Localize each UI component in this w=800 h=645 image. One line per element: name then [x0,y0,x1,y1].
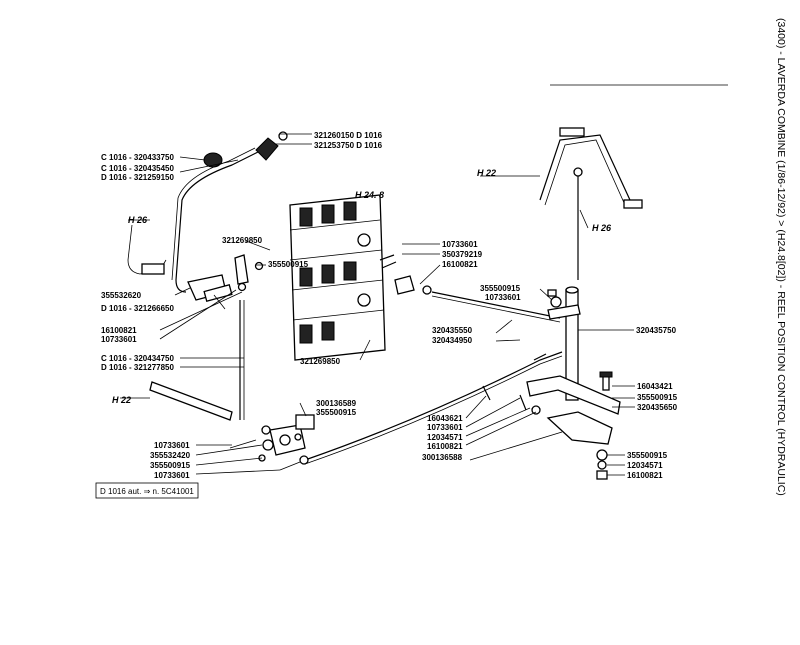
leader-lines [120,133,635,476]
right-support-assembly [526,127,643,480]
part-label: 16100821 [442,260,478,269]
part-label: 321269850 [300,357,341,366]
part-label: 355500915 [637,393,678,402]
part-label: 355532420 [150,451,191,460]
part-label: 320435550 [432,326,473,335]
part-label: 355532620 [101,291,142,300]
part-label: 355500915 [316,408,357,417]
control-lever [127,131,288,421]
diagram-title: (3400) - LAVERDA COMBINE (1/86-12/92) > … [775,18,787,496]
part-label: 355500915 [627,451,668,460]
part-label: 355500915 [480,284,521,293]
part-label: 300136588 [422,453,463,462]
ref-h248: H 24. 8 [355,190,384,200]
ref-h26-left: H 26 [128,215,148,225]
part-label: 321269850 [222,236,263,245]
part-label: 16100821 [627,471,663,480]
part-label: 320435650 [637,403,678,412]
footnote-text: D 1016 aut. ⇒ n. 5C41001 [100,487,194,496]
part-label: 321253750 D 1016 [314,141,383,150]
ref-h22-right: H 22 [477,168,496,178]
part-label: 300136589 [316,399,357,408]
part-label: 10733601 [485,293,521,302]
part-label: C 1016 - 320433750 [101,153,175,162]
part-label: 10733601 [154,471,190,480]
hydraulic-valve-block [234,194,386,361]
part-label: D 1016 - 321266650 [101,304,175,313]
part-label: 320435750 [636,326,677,335]
part-label: 16100821 [427,442,463,451]
part-label: C 1016 - 320434750 [101,354,175,363]
part-label: 12034571 [627,461,663,470]
part-label: 10733601 [442,240,478,249]
part-label: 12034571 [427,433,463,442]
part-label: 16100821 [101,326,137,335]
part-label: 321260150 D 1016 [314,131,383,140]
part-label: 10733601 [101,335,137,344]
part-label: 320434950 [432,336,473,345]
part-label: 10733601 [427,423,463,432]
linkage-rods [229,254,563,471]
part-label: D 1016 - 321259150 [101,173,175,182]
part-label: 350379219 [442,250,483,259]
footnote-box [95,482,199,499]
part-label: 16043421 [637,382,673,391]
part-label: 16043621 [427,414,463,423]
part-label: D 1016 - 321277850 [101,363,175,372]
part-label: 10733601 [154,441,190,450]
ref-h22-left: H 22 [112,395,131,405]
part-label: 355500915 [268,260,309,269]
ref-h26-right: H 26 [592,223,612,233]
part-label: C 1016 - 320435450 [101,164,175,173]
part-label: 355500915 [150,461,191,470]
